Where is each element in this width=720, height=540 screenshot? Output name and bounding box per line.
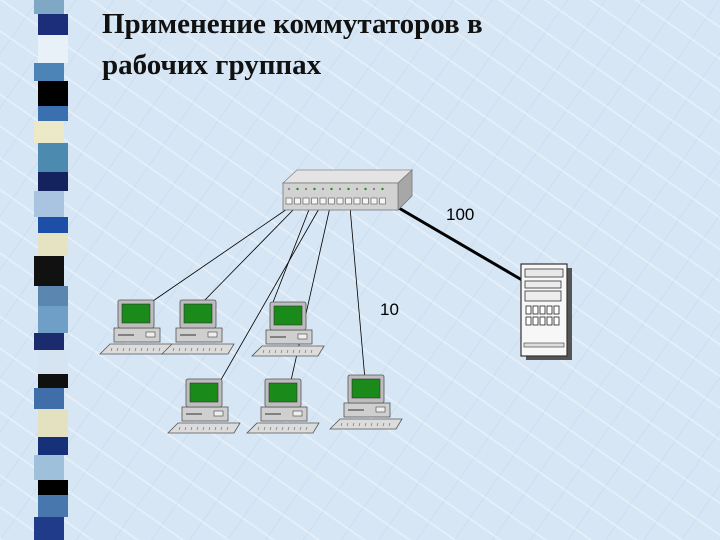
strip-block (34, 121, 64, 143)
switch-port (362, 197, 369, 205)
strip-block (38, 172, 68, 191)
switch-led (304, 187, 308, 191)
link-to-workstation-3 (269, 206, 311, 311)
strip-block (34, 455, 64, 480)
monitor-screen (183, 303, 213, 324)
slide-title-line-2: рабочих группах (102, 49, 322, 81)
switch-port (294, 197, 301, 205)
server-drive-bay (546, 316, 553, 326)
server-drive-bay (525, 316, 532, 326)
strip-block (38, 217, 68, 233)
switch-led (296, 187, 299, 191)
switch-port (370, 197, 378, 205)
switch-port (345, 197, 352, 205)
switch-led (321, 187, 325, 191)
strip-block (38, 495, 68, 517)
switch-port (302, 197, 310, 205)
link-to-server (391, 202, 523, 282)
switch-led (287, 187, 291, 191)
strip-block (38, 14, 68, 35)
strip-block (38, 35, 68, 63)
switch-port (328, 197, 335, 205)
strip-block (34, 256, 64, 286)
monitor-screen (121, 303, 151, 324)
workstation-icon (161, 299, 235, 355)
link-to-workstation-4 (217, 206, 321, 386)
strip-block (38, 350, 68, 374)
server-drive-bay (539, 305, 546, 315)
server-drive-bay (546, 305, 553, 315)
monitor-screen (268, 382, 298, 403)
strip-block (34, 63, 64, 81)
strip-block (34, 0, 64, 14)
switch-port (285, 197, 293, 205)
strip-block (34, 388, 64, 409)
strip-block (34, 333, 64, 350)
switch-port (311, 197, 318, 205)
workstation-icon (167, 378, 241, 434)
server-drive-bay (539, 316, 546, 326)
link-slow-label: 10 (380, 300, 399, 319)
strip-block (38, 106, 68, 121)
switch-port (336, 197, 344, 205)
workstation-icon (329, 374, 403, 430)
switch-led (355, 187, 359, 191)
slide-title: Применение коммутаторов в рабочих группа… (102, 4, 702, 86)
server-icon (520, 263, 572, 360)
server-drive-bay (532, 316, 539, 326)
link-to-workstation-5 (289, 206, 331, 386)
server-drive-bay (553, 305, 560, 315)
switch-port (319, 197, 327, 205)
strip-block (38, 143, 68, 172)
decorative-color-strip (34, 0, 68, 540)
switch-led (330, 187, 333, 191)
switch-port (379, 197, 386, 205)
link-to-workstation-2 (199, 206, 297, 306)
strip-block (38, 286, 68, 306)
strip-block (38, 374, 68, 388)
strip-block (38, 437, 68, 455)
workstation-icon (246, 378, 320, 434)
link-to-workstation-6 (349, 206, 366, 381)
switch-led (313, 187, 316, 191)
strip-block (38, 81, 68, 106)
strip-block (38, 306, 68, 333)
switch-icon (281, 169, 414, 211)
workstation-icon (251, 301, 325, 357)
switch-led (347, 187, 350, 191)
monitor-screen (351, 378, 381, 399)
strip-block (38, 409, 68, 437)
workstations (99, 299, 403, 434)
switch-port (353, 197, 361, 205)
server-drive-bay (532, 305, 539, 315)
switch-led (338, 187, 342, 191)
strip-block (34, 191, 64, 217)
strip-block (38, 233, 68, 256)
switch-led (381, 187, 384, 191)
workstation-links (149, 206, 366, 386)
monitor-screen (273, 305, 303, 326)
monitor-screen (189, 382, 219, 403)
link-fast-label: 100 (446, 205, 475, 224)
server-drive-bay (553, 316, 560, 326)
server-drive-bay (525, 305, 532, 315)
slide-title-line-1: Применение коммутаторов в (102, 8, 483, 40)
workstation-icon (99, 299, 173, 355)
strip-block (34, 517, 64, 540)
switch-led (364, 187, 367, 191)
switch-led (372, 187, 376, 191)
link-to-workstation-1 (149, 206, 291, 304)
strip-block (38, 480, 68, 495)
